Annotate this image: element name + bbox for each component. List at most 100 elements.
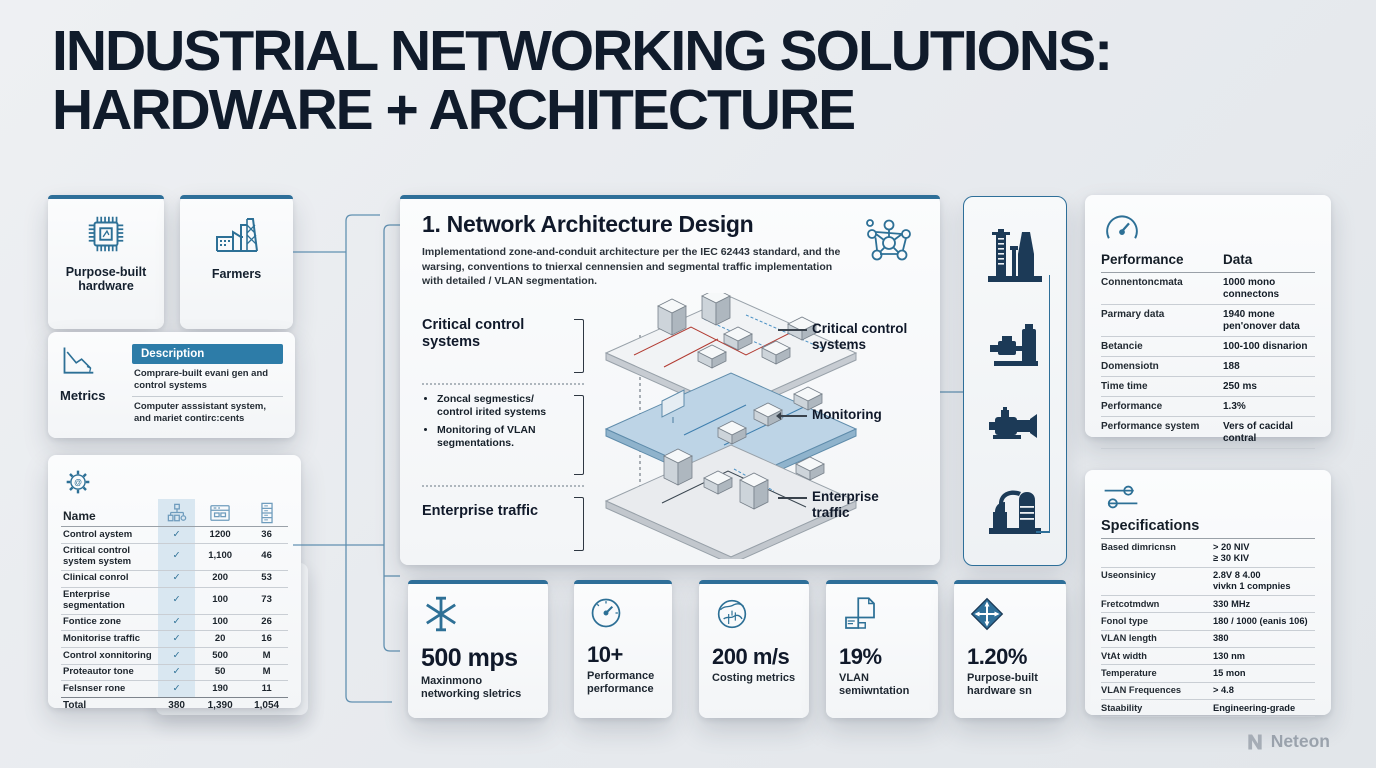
stat-value: 200 m/s: [712, 644, 790, 669]
table-name-header: Name: [61, 499, 159, 527]
table-row: Fonol type 180 / 1000 (eanis 106): [1101, 613, 1315, 631]
table-row: Temperature 15 mon: [1101, 665, 1315, 683]
table-row: Fretcotmdwn 330 MHz: [1101, 596, 1315, 614]
table-row: Control xonnitoring ✓ 500 M: [61, 647, 288, 665]
brand-footer: Neteon: [1245, 731, 1330, 752]
page-title-line1: INDUSTRIAL NETWORKING SOLUTIONS:: [52, 19, 1113, 83]
bracket: [574, 395, 584, 475]
dotted-divider: [422, 485, 584, 487]
panel-title: 1. Network Architecture Design: [422, 211, 754, 237]
metrics-card: Metrics Description Comprare-built evani…: [48, 332, 295, 438]
panel-stub: [1036, 531, 1050, 533]
specifications-title: Specifications: [1101, 518, 1315, 539]
server-icon: [195, 499, 246, 527]
stat-card-hardware: 1.20% Purpose-built hardware sn: [954, 580, 1066, 718]
table-row: Performance 1.3%: [1101, 397, 1315, 417]
pump-tank-icon: [990, 324, 1038, 367]
table-row: Betancie 100-100 disnarion: [1101, 337, 1315, 357]
table-row: VLAN length 380: [1101, 631, 1315, 649]
label-enterprise-traffic: Enterprise traffic: [422, 503, 539, 519]
document-printer-icon: [845, 597, 875, 629]
svg-text:@: @: [74, 478, 82, 487]
mesh-network-icon: [866, 219, 911, 261]
sliders-icon: [1104, 485, 1138, 509]
diagram-left-labels: Critical control systems Zoncal segmesti…: [422, 317, 584, 553]
network-architecture-panel: 1. Network Architecture Design Implement…: [400, 195, 940, 565]
table-row: Enterprise segmentation ✓ 100 73: [61, 586, 288, 615]
stat-label: VLAN semiwntation: [839, 672, 910, 698]
isometric-network-diagram: [604, 293, 858, 559]
stat-value: 10+: [587, 642, 623, 667]
refinery-icon: [988, 228, 1042, 282]
table-row: VtAt width 130 nm: [1101, 648, 1315, 666]
gauge-icon: [1106, 215, 1138, 239]
systems-table: Name: [61, 499, 288, 715]
motor-pump-icon: [989, 406, 1037, 439]
table-row: Clinical conrol ✓ 200 53: [61, 569, 288, 587]
gear-icon: @: [66, 470, 90, 494]
table-row: Time time 250 ms: [1101, 377, 1315, 397]
bracket: [574, 497, 584, 551]
table-row: Staability Engineering-grade: [1101, 700, 1315, 718]
diagram-right-labels: Critical control systems Monitoring Ente…: [776, 313, 918, 557]
table-row: Monitorise traffic ✓ 20 16: [61, 630, 288, 648]
metrics-description-header: Description: [132, 344, 283, 364]
performance-col1: Performance: [1101, 252, 1184, 267]
farmers-card-label: Farmers: [211, 267, 262, 281]
table-total-row: Total 380 1,390 1,054: [61, 696, 288, 715]
asterisk-icon: [426, 596, 456, 632]
stat-card-vlan: 19% VLAN semiwntation: [826, 580, 938, 718]
stat-label: Costing metrics: [712, 672, 796, 684]
metrics-description-row: Comprare-built evani gen and control sys…: [134, 368, 269, 391]
table-row: Felsnser rone ✓ 190 11: [61, 680, 288, 698]
gauge-icon: [591, 598, 621, 628]
performance-col2: Data: [1223, 252, 1253, 267]
globe-icon: [717, 599, 747, 629]
stat-value: 500 mps: [421, 644, 518, 672]
table-row: Parmary data 1940 mone pen'onover data: [1101, 305, 1315, 337]
table-row: Connentoncmata 1000 mono connectons: [1101, 273, 1315, 305]
right-label-monitoring: Monitoring: [776, 407, 882, 422]
chip-icon: [88, 216, 124, 252]
systems-table-card: @ Name: [48, 455, 308, 715]
page-title-line2: HARDWARE + ARCHITECTURE: [52, 77, 856, 142]
stat-card-costing: 200 m/s Costing metrics: [699, 580, 809, 718]
network-node-icon: [158, 499, 196, 527]
performance-table-header: Performance Data: [1101, 252, 1315, 273]
rack-icon: [245, 499, 288, 527]
table-row: Proteautor tone ✓ 50 M: [61, 663, 288, 681]
page-title: INDUSTRIAL NETWORKING SOLUTIONS: HARDWAR…: [52, 19, 1113, 142]
table-row: Fontice zone ✓ 100 26: [61, 613, 288, 631]
table-row: VLAN Frequences > 4.8: [1101, 683, 1315, 701]
boiler-icon: [989, 490, 1041, 535]
neteon-logo-icon: [1248, 734, 1262, 749]
panel-vline: [1048, 275, 1050, 531]
table-row: Control aystem ✓ 1200 36: [61, 526, 288, 544]
bracket: [574, 319, 584, 373]
bullet-monitoring: Monitoring of VLAN segmentations.: [437, 424, 566, 450]
performance-card: Performance Data Connentoncmata 1000 mon…: [1085, 195, 1331, 449]
purpose-built-hardware-card: Purpose-built hardware: [48, 195, 164, 329]
brand-name: Neteon: [1270, 731, 1330, 751]
industrial-icons-panel: [963, 196, 1067, 643]
panel-subtitle: Implementationd zone-and-conduit archite…: [422, 246, 841, 288]
table-row: Based dimricnsn > 20 NIV≥ 30 KIV: [1101, 539, 1315, 568]
stat-value: 19%: [839, 644, 882, 669]
factory-icon: [215, 218, 258, 252]
table-row: Critical control system system ✓ 1,100 4…: [61, 542, 288, 571]
stat-value: 1.20%: [967, 644, 1027, 669]
table-row: Performance system Vers of cacidal contr…: [1101, 417, 1315, 449]
bullet-zonal: Zoncal segmestics/ control irited system…: [437, 393, 566, 419]
specifications-card: Specifications Based dimricnsn > 20 NIV≥…: [1085, 470, 1331, 718]
stat-label: Maxinmono networking sletrics: [421, 675, 522, 701]
metrics-description-row: Computer asssistant system, and mariet c…: [132, 395, 283, 429]
table-row: Domensiotn 188: [1101, 357, 1315, 377]
right-label-enterprise: Enterprise traffic: [778, 489, 918, 520]
label-critical-control: Critical control systems: [422, 317, 525, 350]
stat-label: Purpose-built hardware sn: [967, 672, 1038, 698]
purpose-card-label: Purpose-built hardware: [65, 265, 147, 294]
right-label-critical: Critical control systems: [778, 321, 918, 352]
diamond-compass-icon: [970, 597, 1004, 631]
declining-chart-icon: [63, 347, 94, 374]
